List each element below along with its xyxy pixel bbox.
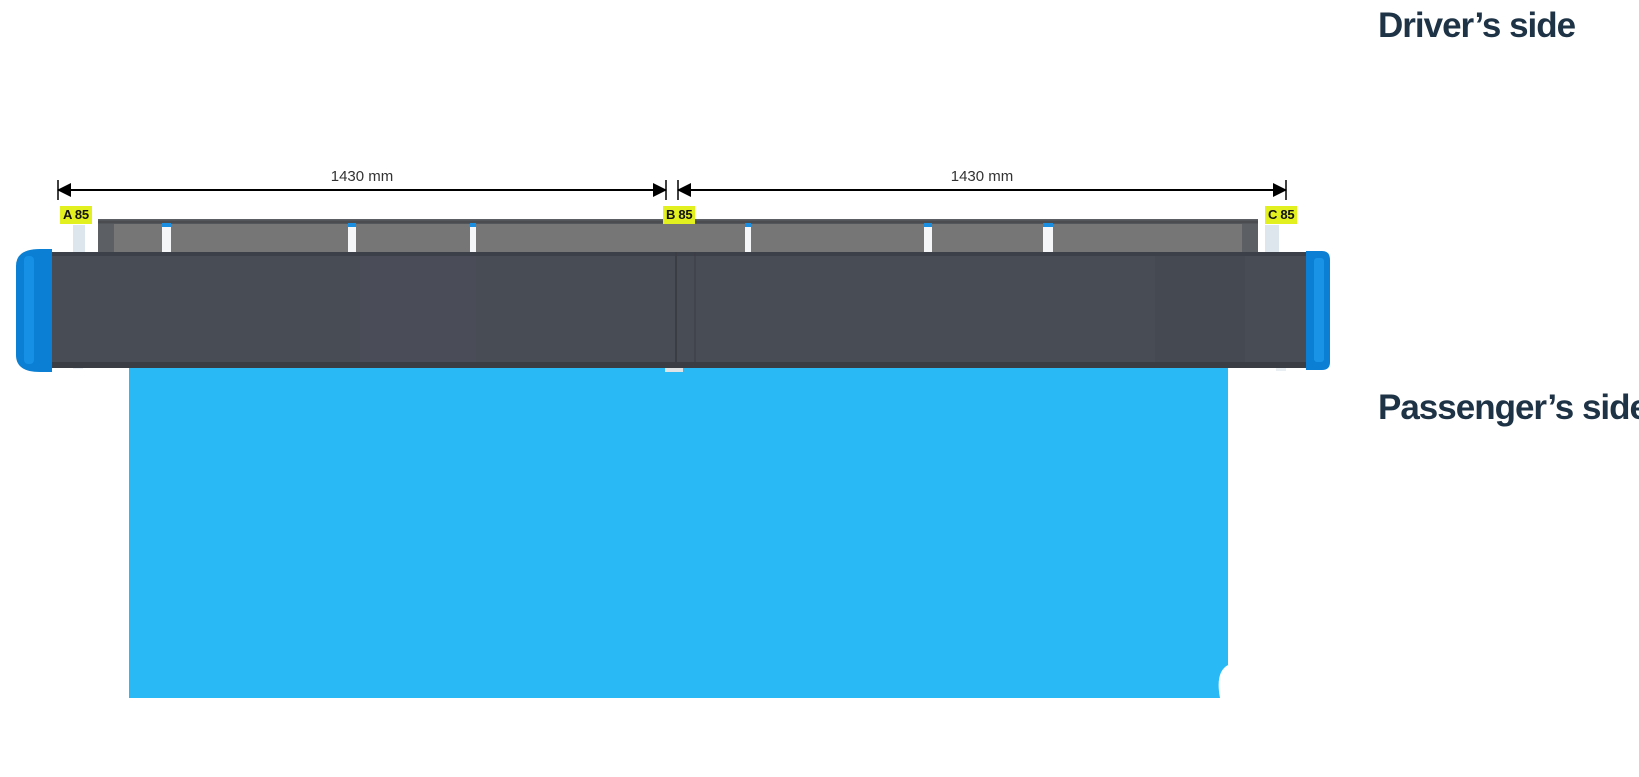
dimension-lines — [57, 180, 1287, 200]
awning-end-caps — [16, 249, 1330, 372]
vehicle-roof — [129, 365, 1228, 698]
crossbar-tag-c: C 85 — [1265, 206, 1298, 224]
passengers-side-label: Passenger’s side — [1378, 388, 1639, 427]
awning-rail — [98, 219, 1258, 253]
crossbar-tag-a: A 85 — [60, 206, 92, 224]
dimension-label-left: 1430 mm — [330, 168, 394, 185]
crossbar-tag-b: B 85 — [663, 206, 696, 224]
awning-body — [48, 252, 1312, 368]
rail-brackets — [162, 223, 1053, 254]
dimension-label-right: 1430 mm — [950, 168, 1014, 185]
drivers-side-label: Driver’s side — [1378, 6, 1576, 45]
